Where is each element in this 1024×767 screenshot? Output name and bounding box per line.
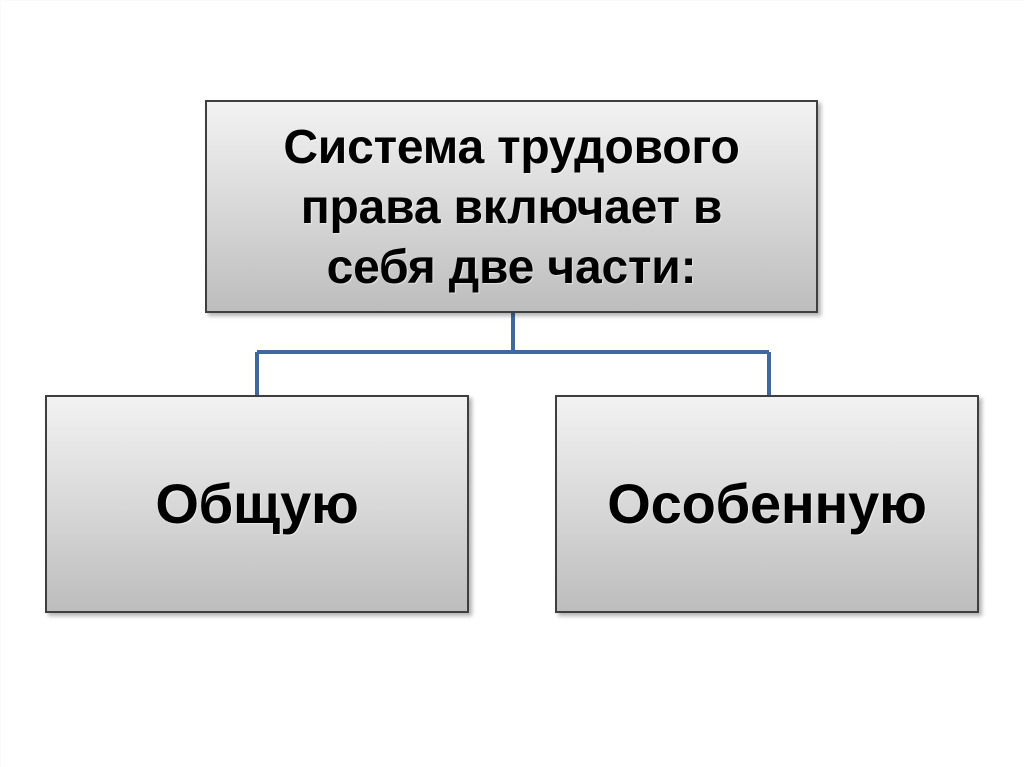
diagram-node-root[interactable]: Система трудового права включает в себя … — [205, 100, 818, 313]
diagram-node-special[interactable]: Особенную — [555, 395, 979, 613]
diagram-node-root-label: Система трудового права включает в себя … — [283, 120, 740, 294]
diagram-node-general-label: Общую — [155, 472, 359, 535]
diagram-node-special-label: Особенную — [607, 472, 927, 535]
diagram-node-general[interactable]: Общую — [45, 395, 469, 613]
